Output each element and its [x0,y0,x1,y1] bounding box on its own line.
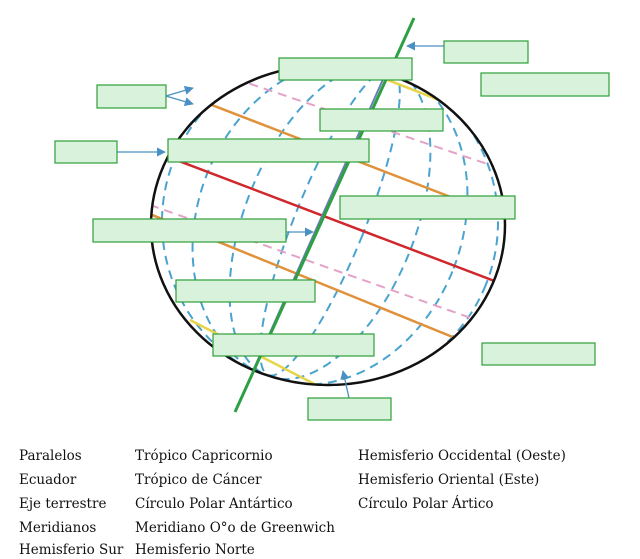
term-meridianos: Meridianos [19,520,97,536]
answer-box-6[interactable] [54,140,118,164]
answer-box-1[interactable] [443,40,529,64]
term-circulo-polar-artico: Círculo Polar Ártico [358,496,494,512]
answer-box-7[interactable] [167,138,370,163]
answer-box-10[interactable] [175,279,316,303]
answer-box-12[interactable] [481,342,596,366]
meridian-line [259,67,401,377]
term-eje-terrestre: Eje terrestre [19,496,107,512]
term-paralelos: Paralelos [19,448,82,464]
term-hemisferio-sur: Hemisferio Sur [19,542,124,558]
answer-box-4[interactable] [96,84,167,109]
answer-box-8[interactable] [339,195,516,220]
pointer-arrow [165,95,194,107]
globe-diagram [54,17,610,421]
answer-boxes [54,40,610,421]
pointer-arrow [165,85,194,97]
term-tropico-capricornio: Trópico Capricornio [135,448,273,464]
pointer-arrow [340,370,350,399]
term-tropico-cancer: Trópico de Cáncer [135,472,262,488]
term-hemisferio-oriental: Hemisferio Oriental (Este) [358,472,540,488]
answer-box-5[interactable] [319,108,444,132]
answer-box-3[interactable] [480,72,610,97]
answer-box-9[interactable] [92,218,287,243]
term-hemisferio-norte: Hemisferio Norte [135,542,255,558]
term-meridiano-greenwich: Meridiano O°o de Greenwich [135,520,335,536]
answer-box-13[interactable] [307,397,392,421]
answer-box-2[interactable] [278,57,413,81]
term-circulo-polar-antartico: Círculo Polar Antártico [135,496,293,512]
pointers [117,41,444,399]
term-ecuador: Ecuador [19,472,77,488]
word-bank: Paralelos Ecuador Eje terrestre Meridian… [0,440,640,559]
equator-line [151,148,505,287]
answer-box-11[interactable] [212,333,375,357]
term-hemisferio-occidental: Hemisferio Occidental (Oeste) [358,448,566,464]
